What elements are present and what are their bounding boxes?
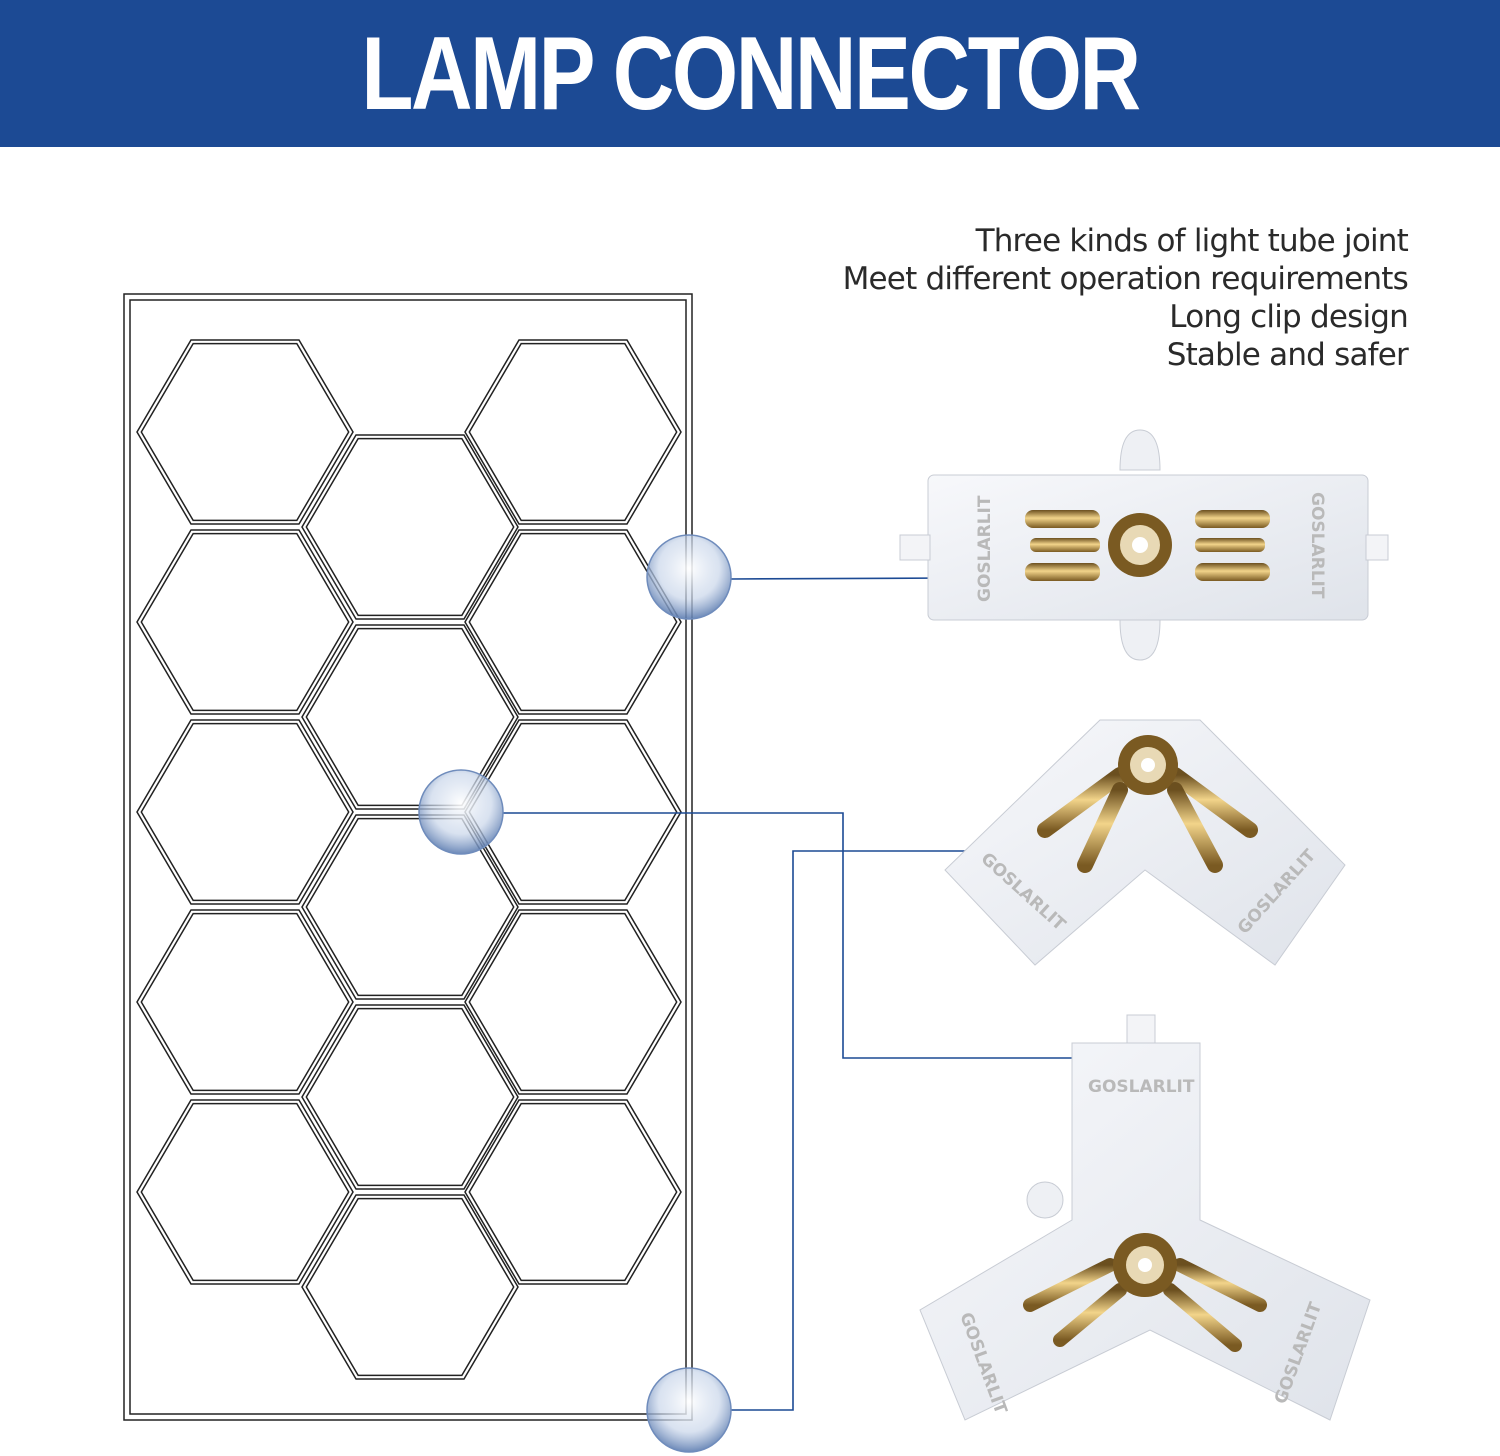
hexagon-light	[305, 817, 515, 997]
hexagon-light	[136, 1099, 354, 1285]
straight-connector-photo: GOSLARLIT GOSLARLIT	[899, 429, 1389, 661]
page-title: LAMP CONNECTOR	[361, 15, 1141, 132]
y-connector-photo: GOSLARLIT GOSLARLIT GOSLARLIT	[919, 1014, 1371, 1421]
hexagon-light	[468, 1102, 678, 1282]
hexagon-light	[140, 342, 350, 522]
feature-item: Three kinds of light tube joint	[975, 223, 1409, 259]
feature-item: Long clip design	[1169, 299, 1409, 335]
hexagon-light	[468, 342, 678, 522]
hexagon-light	[140, 1102, 350, 1282]
brand-label: GOSLARLIT	[1307, 492, 1327, 599]
hexagon-light	[136, 339, 354, 525]
hexagon-light	[468, 912, 678, 1092]
hexagon-light	[305, 1197, 515, 1377]
hexagon-light	[136, 529, 354, 715]
hexagon-light	[136, 909, 354, 1095]
hexagon-light	[140, 912, 350, 1092]
hexagon-light	[140, 532, 350, 712]
hexagon-light	[305, 437, 515, 617]
v-connector-photo: GOSLARLIT GOSLARLIT	[944, 719, 1346, 966]
hexagon-light	[468, 722, 678, 902]
hexagon-light	[464, 339, 682, 525]
hexagon-light	[301, 624, 519, 810]
hexagon-light	[301, 1194, 519, 1380]
hexagon-light	[301, 814, 519, 1000]
hexagon-light	[464, 909, 682, 1095]
hexagon-light	[464, 1099, 682, 1285]
hexagon-light	[301, 1004, 519, 1190]
hexagon-grid	[136, 339, 682, 1380]
hexagon-light	[305, 1007, 515, 1187]
callout-lines	[503, 577, 1095, 1411]
frame-outline	[123, 293, 693, 1421]
hexagon-light	[468, 532, 678, 712]
hexagon-light	[140, 722, 350, 902]
title-banner: LAMP CONNECTOR	[0, 0, 1500, 147]
hexagon-light	[136, 719, 354, 905]
feature-item: Stable and safer	[1166, 337, 1409, 373]
hexagon-light	[305, 627, 515, 807]
hexagon-light	[301, 434, 519, 620]
brand-label: GOSLARLIT	[975, 495, 995, 602]
magnifier-bubbles	[418, 534, 732, 1453]
feature-list: Three kinds of light tube joint Meet dif…	[842, 222, 1409, 374]
brand-label: GOSLARLIT	[1088, 1077, 1195, 1097]
feature-item: Meet different operation requirements	[842, 261, 1409, 297]
hexagon-light	[464, 719, 682, 905]
hexagon-light	[464, 529, 682, 715]
